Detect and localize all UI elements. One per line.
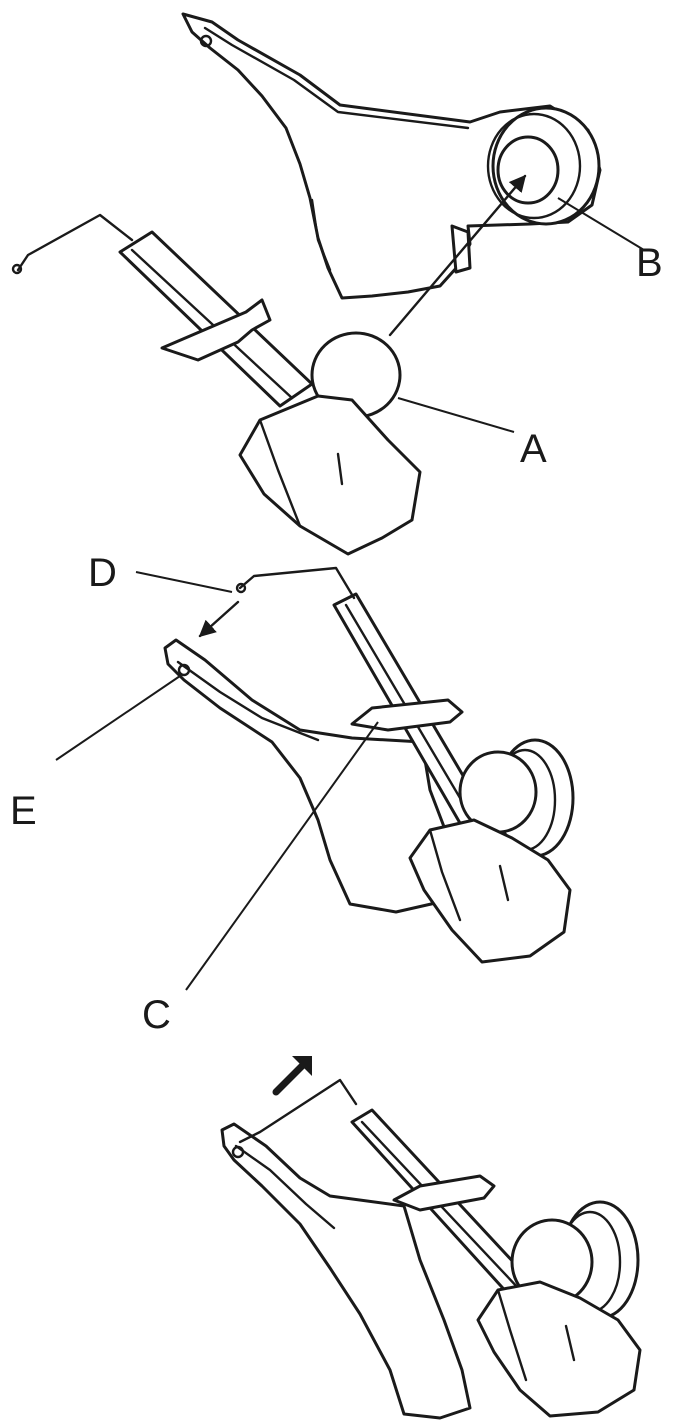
step-1-actuator: [11, 213, 422, 556]
callout-e: E: [10, 789, 37, 833]
insert-arrow-a-to-b: [388, 174, 527, 337]
step-1-bracket: [181, 12, 602, 300]
leader-c: [185, 721, 379, 991]
step-3-assembly: [220, 1078, 642, 1420]
arrow-up-right-icon: [272, 1056, 312, 1096]
callout-b: B: [636, 241, 663, 285]
leader-e: [55, 675, 181, 761]
callout-c: C: [142, 993, 171, 1037]
leader-b: [557, 197, 645, 251]
insert-arrow-d-to-e: [198, 600, 240, 638]
leader-d: [135, 571, 233, 593]
callout-a: A: [520, 427, 547, 471]
leader-a: [397, 397, 515, 433]
step-2-assembly: [163, 566, 575, 964]
callout-d: D: [88, 551, 117, 595]
